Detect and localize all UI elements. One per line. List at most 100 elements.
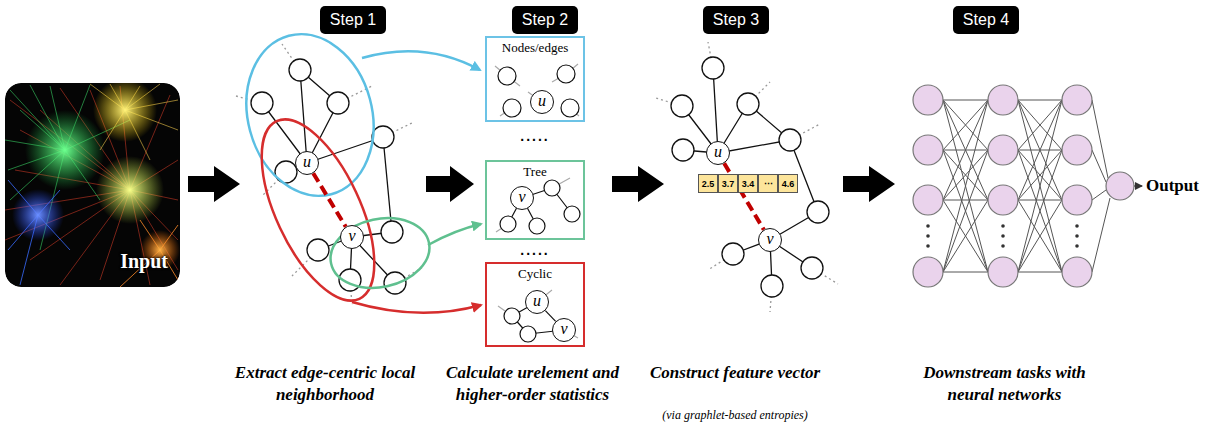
graph-vertex xyxy=(503,99,521,117)
neuron xyxy=(913,257,943,287)
feature-value: ⋯ xyxy=(758,174,778,193)
ellipsis-dot xyxy=(1075,244,1079,248)
graph-vertex xyxy=(498,67,516,85)
step-caption: Extract edge-centric local neighborhood xyxy=(225,362,425,406)
step-badge: Step 2 xyxy=(512,6,578,34)
ellipsis-dot xyxy=(1075,234,1079,238)
edge-stubs xyxy=(495,64,579,116)
feature-value: 4.6 xyxy=(778,174,798,193)
vertex-label: v xyxy=(766,231,773,247)
mapping-arrow xyxy=(428,224,481,245)
output-label: Output xyxy=(1146,175,1199,197)
ellipsis-dot xyxy=(926,244,930,248)
feature-value: 3.4 xyxy=(738,174,758,193)
vertex-label: u xyxy=(303,154,311,170)
vertex-node: v xyxy=(510,186,534,210)
graph-vertex xyxy=(529,218,545,234)
ellipsis-dot xyxy=(926,234,930,238)
neuron xyxy=(913,135,943,165)
graph-vertex xyxy=(372,126,394,148)
step-label: Step 2 xyxy=(522,11,568,29)
graph-vertex xyxy=(779,129,801,151)
vertex-node: v xyxy=(758,228,782,252)
step-caption: Downstream tasks with neural networks xyxy=(917,362,1092,406)
ellipsis-dot xyxy=(926,224,930,228)
graph-vertex xyxy=(289,59,311,81)
ellipsis-dot xyxy=(1001,234,1005,238)
input-image: Input xyxy=(5,83,180,287)
neuron xyxy=(1062,185,1092,215)
neuron xyxy=(1062,257,1092,287)
neuron xyxy=(1106,172,1134,200)
network-weights xyxy=(1018,100,1062,272)
connector xyxy=(545,311,555,322)
panel-title: Nodes/edges xyxy=(500,40,570,56)
step-label: Step 1 xyxy=(330,11,376,29)
ellipsis-dots: ..... xyxy=(505,130,565,142)
vertex-label: u xyxy=(533,293,541,309)
step-badge: Step 1 xyxy=(320,6,386,34)
graph-vertex xyxy=(327,92,349,114)
panel-title: Tree xyxy=(521,164,548,180)
network-hub-glow xyxy=(93,83,157,142)
graph-vertex xyxy=(557,65,575,83)
graph-vertex xyxy=(544,180,560,196)
graph-vertex xyxy=(251,92,273,114)
neuron xyxy=(988,185,1018,215)
connector xyxy=(313,173,346,226)
mapping-arrow xyxy=(362,51,480,70)
step-caption: Calculate urelement and higher-order sta… xyxy=(445,362,620,406)
neuron xyxy=(1062,135,1092,165)
caption-note: (via graphlet-based entropies) xyxy=(632,408,838,423)
neuron xyxy=(913,85,943,115)
vertex-label: v xyxy=(348,228,355,244)
vertex-node: v xyxy=(552,318,576,342)
vertex-label: u xyxy=(538,93,546,109)
panel-title: Cyclic xyxy=(516,266,554,282)
feature-value: 2.5 xyxy=(698,174,718,193)
vertex-label: u xyxy=(714,144,722,160)
graph-vertex xyxy=(500,216,516,232)
flow-arrow xyxy=(188,166,240,202)
graph-stubs xyxy=(656,42,838,312)
feature-value: 3.7 xyxy=(718,174,738,193)
graph-vertex xyxy=(761,275,783,297)
mapping-arrow xyxy=(352,302,481,313)
graph-vertex xyxy=(801,257,823,279)
graph-vertex xyxy=(381,221,403,243)
motif-panel: Nodes/edges u xyxy=(485,36,585,122)
vertex-label: v xyxy=(518,189,525,205)
neighborhood-outline xyxy=(229,20,391,211)
graph-vertex xyxy=(671,95,693,117)
neighborhood-outline xyxy=(239,103,398,316)
step-label: Step 4 xyxy=(963,11,1009,29)
vertex-node: u xyxy=(530,90,554,114)
vertex-node: u xyxy=(525,290,549,314)
graph-vertex xyxy=(807,201,829,223)
graph-vertex xyxy=(737,93,759,115)
vertex-node: u xyxy=(295,151,319,175)
network-hub-glow xyxy=(96,156,164,224)
motif-panel: Cyclic uv xyxy=(485,262,585,347)
graph-edges xyxy=(682,68,818,286)
graph-vertex xyxy=(561,99,579,117)
step-badge: Step 3 xyxy=(703,6,769,34)
input-label: Input xyxy=(120,250,168,273)
network-weights xyxy=(943,100,988,272)
ellipsis-dots: ..... xyxy=(505,244,565,256)
step-badge: Step 4 xyxy=(953,6,1019,34)
graph-vertex xyxy=(722,243,744,265)
graph-vertex xyxy=(672,139,694,161)
flow-arrow xyxy=(426,166,474,202)
graph-vertex xyxy=(702,57,724,79)
neighborhood-outline xyxy=(324,209,436,296)
graph-vertex xyxy=(564,206,580,222)
vertex-node: u xyxy=(706,141,730,165)
neuron xyxy=(913,185,943,215)
neuron xyxy=(988,135,1018,165)
network-hub-glow xyxy=(12,189,64,241)
output-arrow xyxy=(1134,185,1142,186)
graph-edges xyxy=(262,70,395,283)
graph-vertex xyxy=(504,308,520,324)
